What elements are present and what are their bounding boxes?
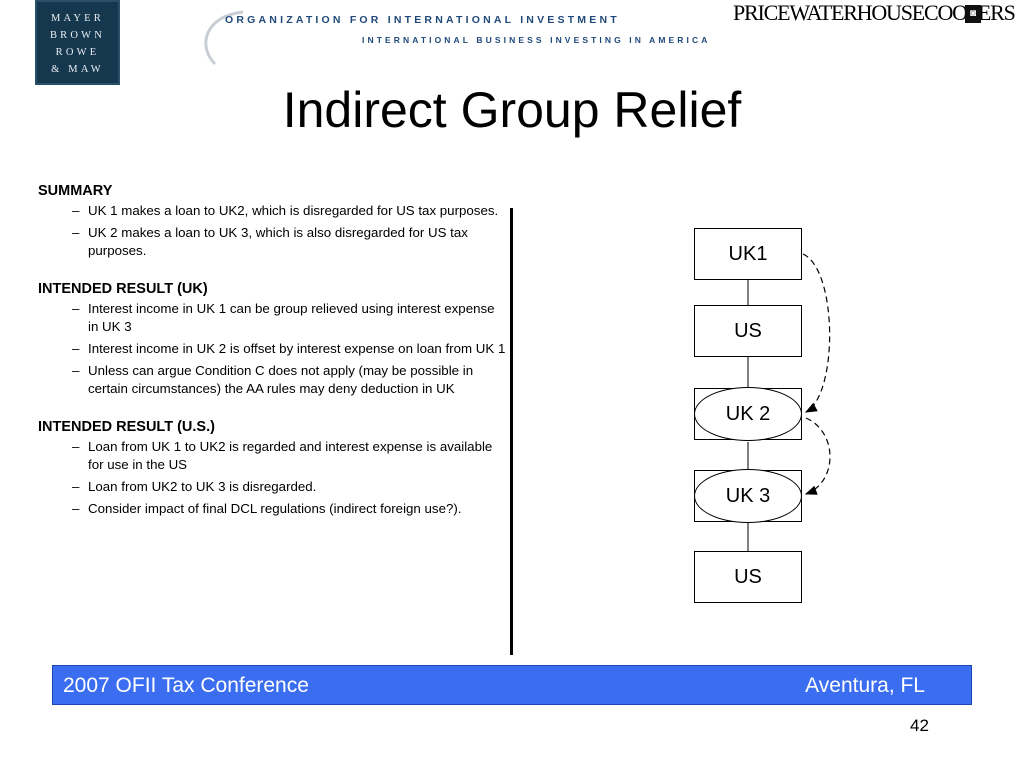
bullet-item: –UK 2 makes a loan to UK 3, which is als… bbox=[72, 225, 468, 258]
logo-line: & MAW bbox=[51, 64, 104, 75]
bullet-item: –Consider impact of final DCL regulation… bbox=[72, 501, 462, 516]
logo-line: BROWN bbox=[49, 30, 106, 41]
slide-content: SUMMARY –UK 1 makes a loan to UK2, which… bbox=[38, 180, 508, 522]
loan-arrow-uk1-uk2 bbox=[802, 253, 831, 413]
bullet-list: –Interest income in UK 1 can be group re… bbox=[38, 300, 508, 398]
loan-arrow-uk2-uk3 bbox=[804, 417, 831, 495]
conference-name: 2007 OFII Tax Conference bbox=[63, 674, 309, 697]
node-us-parent: US bbox=[694, 305, 802, 357]
bullet-item: –Loan from UK2 to UK 3 is disregarded. bbox=[72, 479, 317, 494]
bullet-item: –Unless can argue Condition C does not a… bbox=[72, 363, 474, 396]
ofii-name: ORGANIZATION FOR INTERNATIONAL INVESTMEN… bbox=[225, 14, 620, 26]
mayer-brown-logo: MAYER BROWN ROWE & MAW bbox=[35, 0, 120, 85]
pwc-emblem-icon: ◙ bbox=[965, 5, 981, 23]
section-heading: SUMMARY bbox=[38, 183, 113, 199]
logo-line: ROWE bbox=[55, 47, 100, 58]
bullet-list: –Loan from UK 1 to UK2 is regarded and i… bbox=[38, 438, 508, 518]
bullet-item: –Loan from UK 1 to UK2 is regarded and i… bbox=[72, 439, 493, 472]
page-number: 42 bbox=[910, 716, 929, 735]
slide-title: Indirect Group Relief bbox=[282, 82, 742, 138]
bullet-list: –UK 1 makes a loan to UK2, which is disr… bbox=[38, 202, 508, 260]
logo-line: MAYER bbox=[51, 13, 104, 24]
section-heading: INTENDED RESULT (U.S.) bbox=[38, 419, 215, 435]
bullet-item: –Interest income in UK 1 can be group re… bbox=[72, 301, 495, 334]
divider-line bbox=[510, 208, 513, 655]
node-uk3: UK 3 bbox=[694, 469, 802, 523]
conference-location: Aventura, FL bbox=[805, 674, 925, 697]
node-uk1: UK1 bbox=[694, 228, 802, 280]
bullet-item: –Interest income in UK 2 is offset by in… bbox=[72, 341, 506, 356]
node-uk2: UK 2 bbox=[694, 387, 802, 441]
bullet-item: –UK 1 makes a loan to UK2, which is disr… bbox=[72, 203, 499, 218]
section-heading: INTENDED RESULT (UK) bbox=[38, 281, 208, 297]
ofii-swoosh-icon bbox=[204, 10, 244, 66]
ofii-tagline: INTERNATIONAL BUSINESS INVESTING IN AMER… bbox=[362, 35, 711, 45]
node-us-sub: US bbox=[694, 551, 802, 603]
footer-bar: 2007 OFII Tax Conference Aventura, FL bbox=[52, 665, 972, 705]
